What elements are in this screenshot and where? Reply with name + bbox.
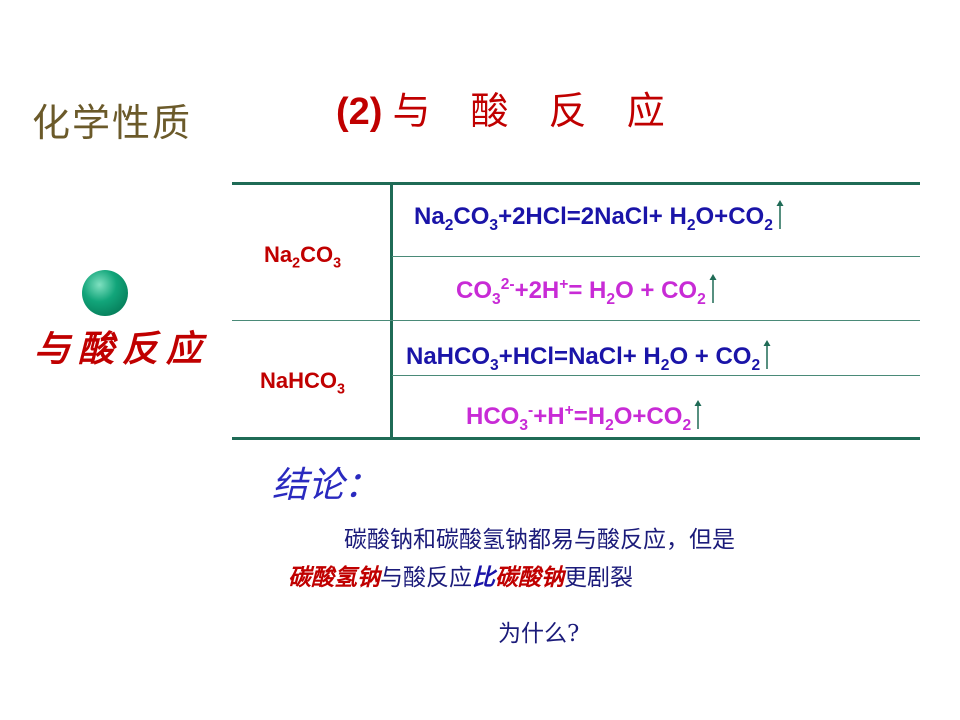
gas-arrow-icon (762, 340, 772, 370)
table-column-divider (390, 182, 393, 440)
equation-nahco3-ionic: HCO3-+H+=H2O+CO2 (466, 400, 703, 433)
equation-nahco3-molecular: NaHCO3+HCl=NaCl+ H2O + CO2 (406, 340, 772, 373)
side-label: 与酸反应 (34, 328, 211, 370)
conclusion-question: 为什么? (498, 621, 580, 647)
slide-title-text: 与 酸 反 应 (392, 89, 679, 133)
gas-arrow-icon (708, 274, 718, 304)
gas-arrow-icon (693, 400, 703, 430)
highlight-na2co3: 碳酸钠 (495, 564, 564, 591)
highlight-nahco3: 碳酸氢钠 (288, 564, 380, 591)
bullet-ball-icon (82, 270, 128, 316)
table-subrow-divider (392, 256, 920, 257)
gas-arrow-icon (775, 200, 785, 230)
conclusion-title: 结论： (272, 465, 381, 506)
table-bottom-border (232, 437, 920, 440)
slide-title-number: (2) (336, 91, 383, 133)
table-row-divider (232, 320, 920, 321)
equation-na2co3-molecular: Na2CO3+2HCl=2NaCl+ H2O+CO2 (414, 200, 785, 233)
table-top-border (232, 182, 920, 185)
table-subrow-divider (392, 375, 920, 376)
slide-title: (2)与 酸 反 应 (336, 80, 679, 135)
section-heading: 化学性质 (32, 101, 193, 145)
compound-na2co3: Na2CO3 (264, 242, 342, 272)
highlight-bi: 比 (472, 564, 495, 591)
equation-na2co3-ionic: CO32-+2H+= H2O + CO2 (456, 274, 718, 307)
conclusion-line-1: 碳酸钠和碳酸氢钠都易与酸反应，但是 (344, 527, 735, 553)
conclusion-line-2: 碳酸氢钠与酸反应比碳酸钠更剧裂 (288, 564, 633, 591)
compound-nahco3: NaHCO3 (260, 368, 345, 398)
